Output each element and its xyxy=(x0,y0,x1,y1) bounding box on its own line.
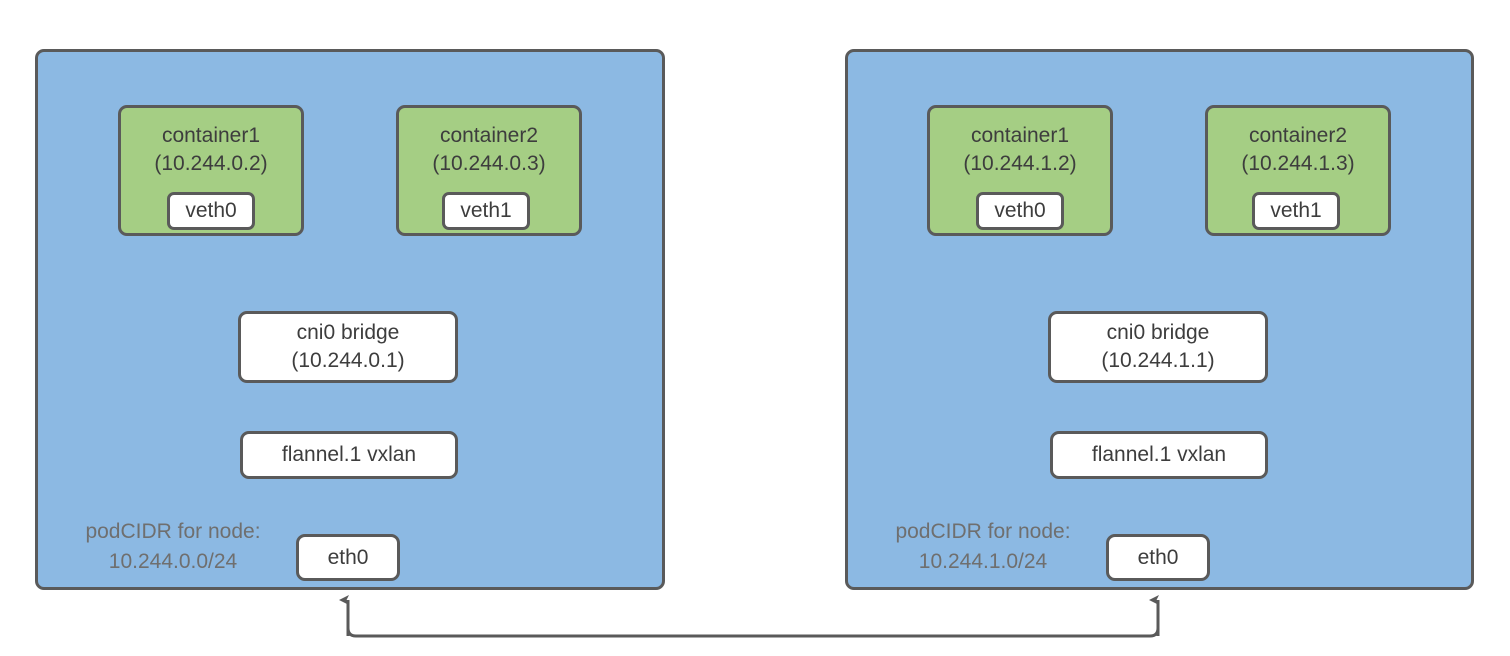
node-right-podcidr-line1: podCIDR for node: xyxy=(895,520,1071,543)
node-right-container2-name: container2 xyxy=(1248,124,1348,147)
node-left-cni0-bridge-name: cni0 bridge xyxy=(296,321,400,344)
node-left-cni0-bridge-ip: (10.244.0.1) xyxy=(291,349,405,372)
node-left-eth0-name: eth0 xyxy=(327,545,369,569)
internode-link-wire xyxy=(339,595,1160,638)
node-right-cni0-bridge-name: cni0 bridge xyxy=(1106,321,1210,344)
node-right-podcidr-line2: 10.244.1.0/24 xyxy=(918,550,1048,573)
node-right-container1-ip: (10.244.1.2) xyxy=(963,152,1077,175)
node-right-flannel-vxlan[interactable]: flannel.1 vxlan xyxy=(1050,431,1268,479)
node-left-container1-veth0[interactable]: veth0 xyxy=(167,192,255,230)
node-right-container2-ip: (10.244.1.3) xyxy=(1241,152,1355,175)
node-left-container2-label: container2 (10.244.0.3) xyxy=(399,122,579,178)
node-right-cni0-bridge[interactable]: cni0 bridge (10.244.1.1) xyxy=(1048,311,1268,383)
node-right-eth0[interactable]: eth0 xyxy=(1106,534,1210,581)
node-left-container1-name: container1 xyxy=(161,124,261,147)
node-right-flannel-vxlan-name: flannel.1 vxlan xyxy=(1091,443,1227,466)
node-left-podcidr-line1: podCIDR for node: xyxy=(85,520,261,543)
node-left-flannel-vxlan-name: flannel.1 vxlan xyxy=(281,443,417,466)
node-right-podcidr-label: podCIDR for node: 10.244.1.0/24 xyxy=(865,517,1101,577)
node-right-container2-veth1[interactable]: veth1 xyxy=(1252,192,1340,230)
node-right-container1-label: container1 (10.244.1.2) xyxy=(930,122,1110,178)
node-right-cni0-bridge-ip: (10.244.1.1) xyxy=(1101,349,1215,372)
node-left-container2-ip: (10.244.0.3) xyxy=(432,152,546,175)
node-right-container1-name: container1 xyxy=(970,124,1070,147)
node-right-container2-label: container2 (10.244.1.3) xyxy=(1208,122,1388,178)
node-left-cni0-bridge[interactable]: cni0 bridge (10.244.0.1) xyxy=(238,311,458,383)
node-left-container1-label: container1 (10.244.0.2) xyxy=(121,122,301,178)
node-left-eth0[interactable]: eth0 xyxy=(296,534,400,581)
node-left-container1-ip: (10.244.0.2) xyxy=(154,152,268,175)
node-right-container1-veth0[interactable]: veth0 xyxy=(976,192,1064,230)
node-left-flannel-vxlan[interactable]: flannel.1 vxlan xyxy=(240,431,458,479)
node-left-container2-name: container2 xyxy=(439,124,539,147)
node-left-podcidr-line2: 10.244.0.0/24 xyxy=(108,550,238,573)
node-left-container2-veth1[interactable]: veth1 xyxy=(442,192,530,230)
node-right-eth0-name: eth0 xyxy=(1137,545,1179,569)
node-left-podcidr-label: podCIDR for node: 10.244.0.0/24 xyxy=(55,517,291,577)
